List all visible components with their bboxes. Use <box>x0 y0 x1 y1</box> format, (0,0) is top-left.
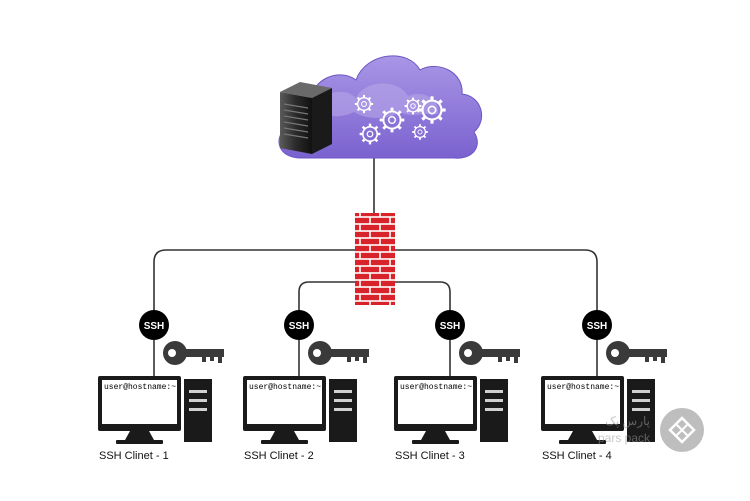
ssh-badge-label: SSH <box>440 321 461 332</box>
ssh-badge: SSH <box>284 310 314 340</box>
watermark-fa-text: پارس پک <box>605 414 650 428</box>
key-icon <box>163 341 224 365</box>
desktop-computer-icon <box>243 376 357 444</box>
terminal-prompt: user@hostname:~ <box>104 383 176 392</box>
parspack-logo-icon <box>660 408 704 452</box>
ssh-client-3: SSH user@hostname:~ SSH Clinet - 3 <box>394 310 520 462</box>
client-label: SSH Clinet - 2 <box>244 450 314 462</box>
ssh-client-4: SSH user@hostname:~ SSH Clinet - 4 <box>541 310 667 462</box>
ssh-badge: SSH <box>435 310 465 340</box>
desktop-computer-icon <box>541 376 655 444</box>
clients: SSH user@hostname:~ SSH Clinet - 1 SSH user@… <box>98 310 667 462</box>
watermark-en-text: pars pack <box>598 431 651 445</box>
ssh-badge: SSH <box>582 310 612 340</box>
ssh-badge-label: SSH <box>289 321 310 332</box>
desktop-computer-icon <box>394 376 508 444</box>
client-label: SSH Clinet - 4 <box>542 450 612 462</box>
key-icon <box>606 341 667 365</box>
terminal-prompt: user@hostname:~ <box>400 383 472 392</box>
desktop-computer-icon <box>98 376 212 444</box>
server-icon <box>280 82 332 154</box>
client-label: SSH Clinet - 3 <box>395 450 465 462</box>
ssh-badge: SSH <box>139 310 169 340</box>
ssh-badge-label: SSH <box>587 321 608 332</box>
ssh-client-1: SSH user@hostname:~ SSH Clinet - 1 <box>98 310 224 462</box>
key-icon <box>308 341 369 365</box>
ssh-badge-label: SSH <box>144 321 165 332</box>
terminal-prompt: user@hostname:~ <box>249 383 321 392</box>
parspack-watermark: پارس پک pars pack <box>598 408 704 452</box>
firewall-brick-icon <box>355 213 395 305</box>
client-label: SSH Clinet - 1 <box>99 450 169 462</box>
ssh-client-2: SSH user@hostname:~ SSH Clinet - 2 <box>243 310 369 462</box>
key-icon <box>459 341 520 365</box>
terminal-prompt: user@hostname:~ <box>547 383 619 392</box>
